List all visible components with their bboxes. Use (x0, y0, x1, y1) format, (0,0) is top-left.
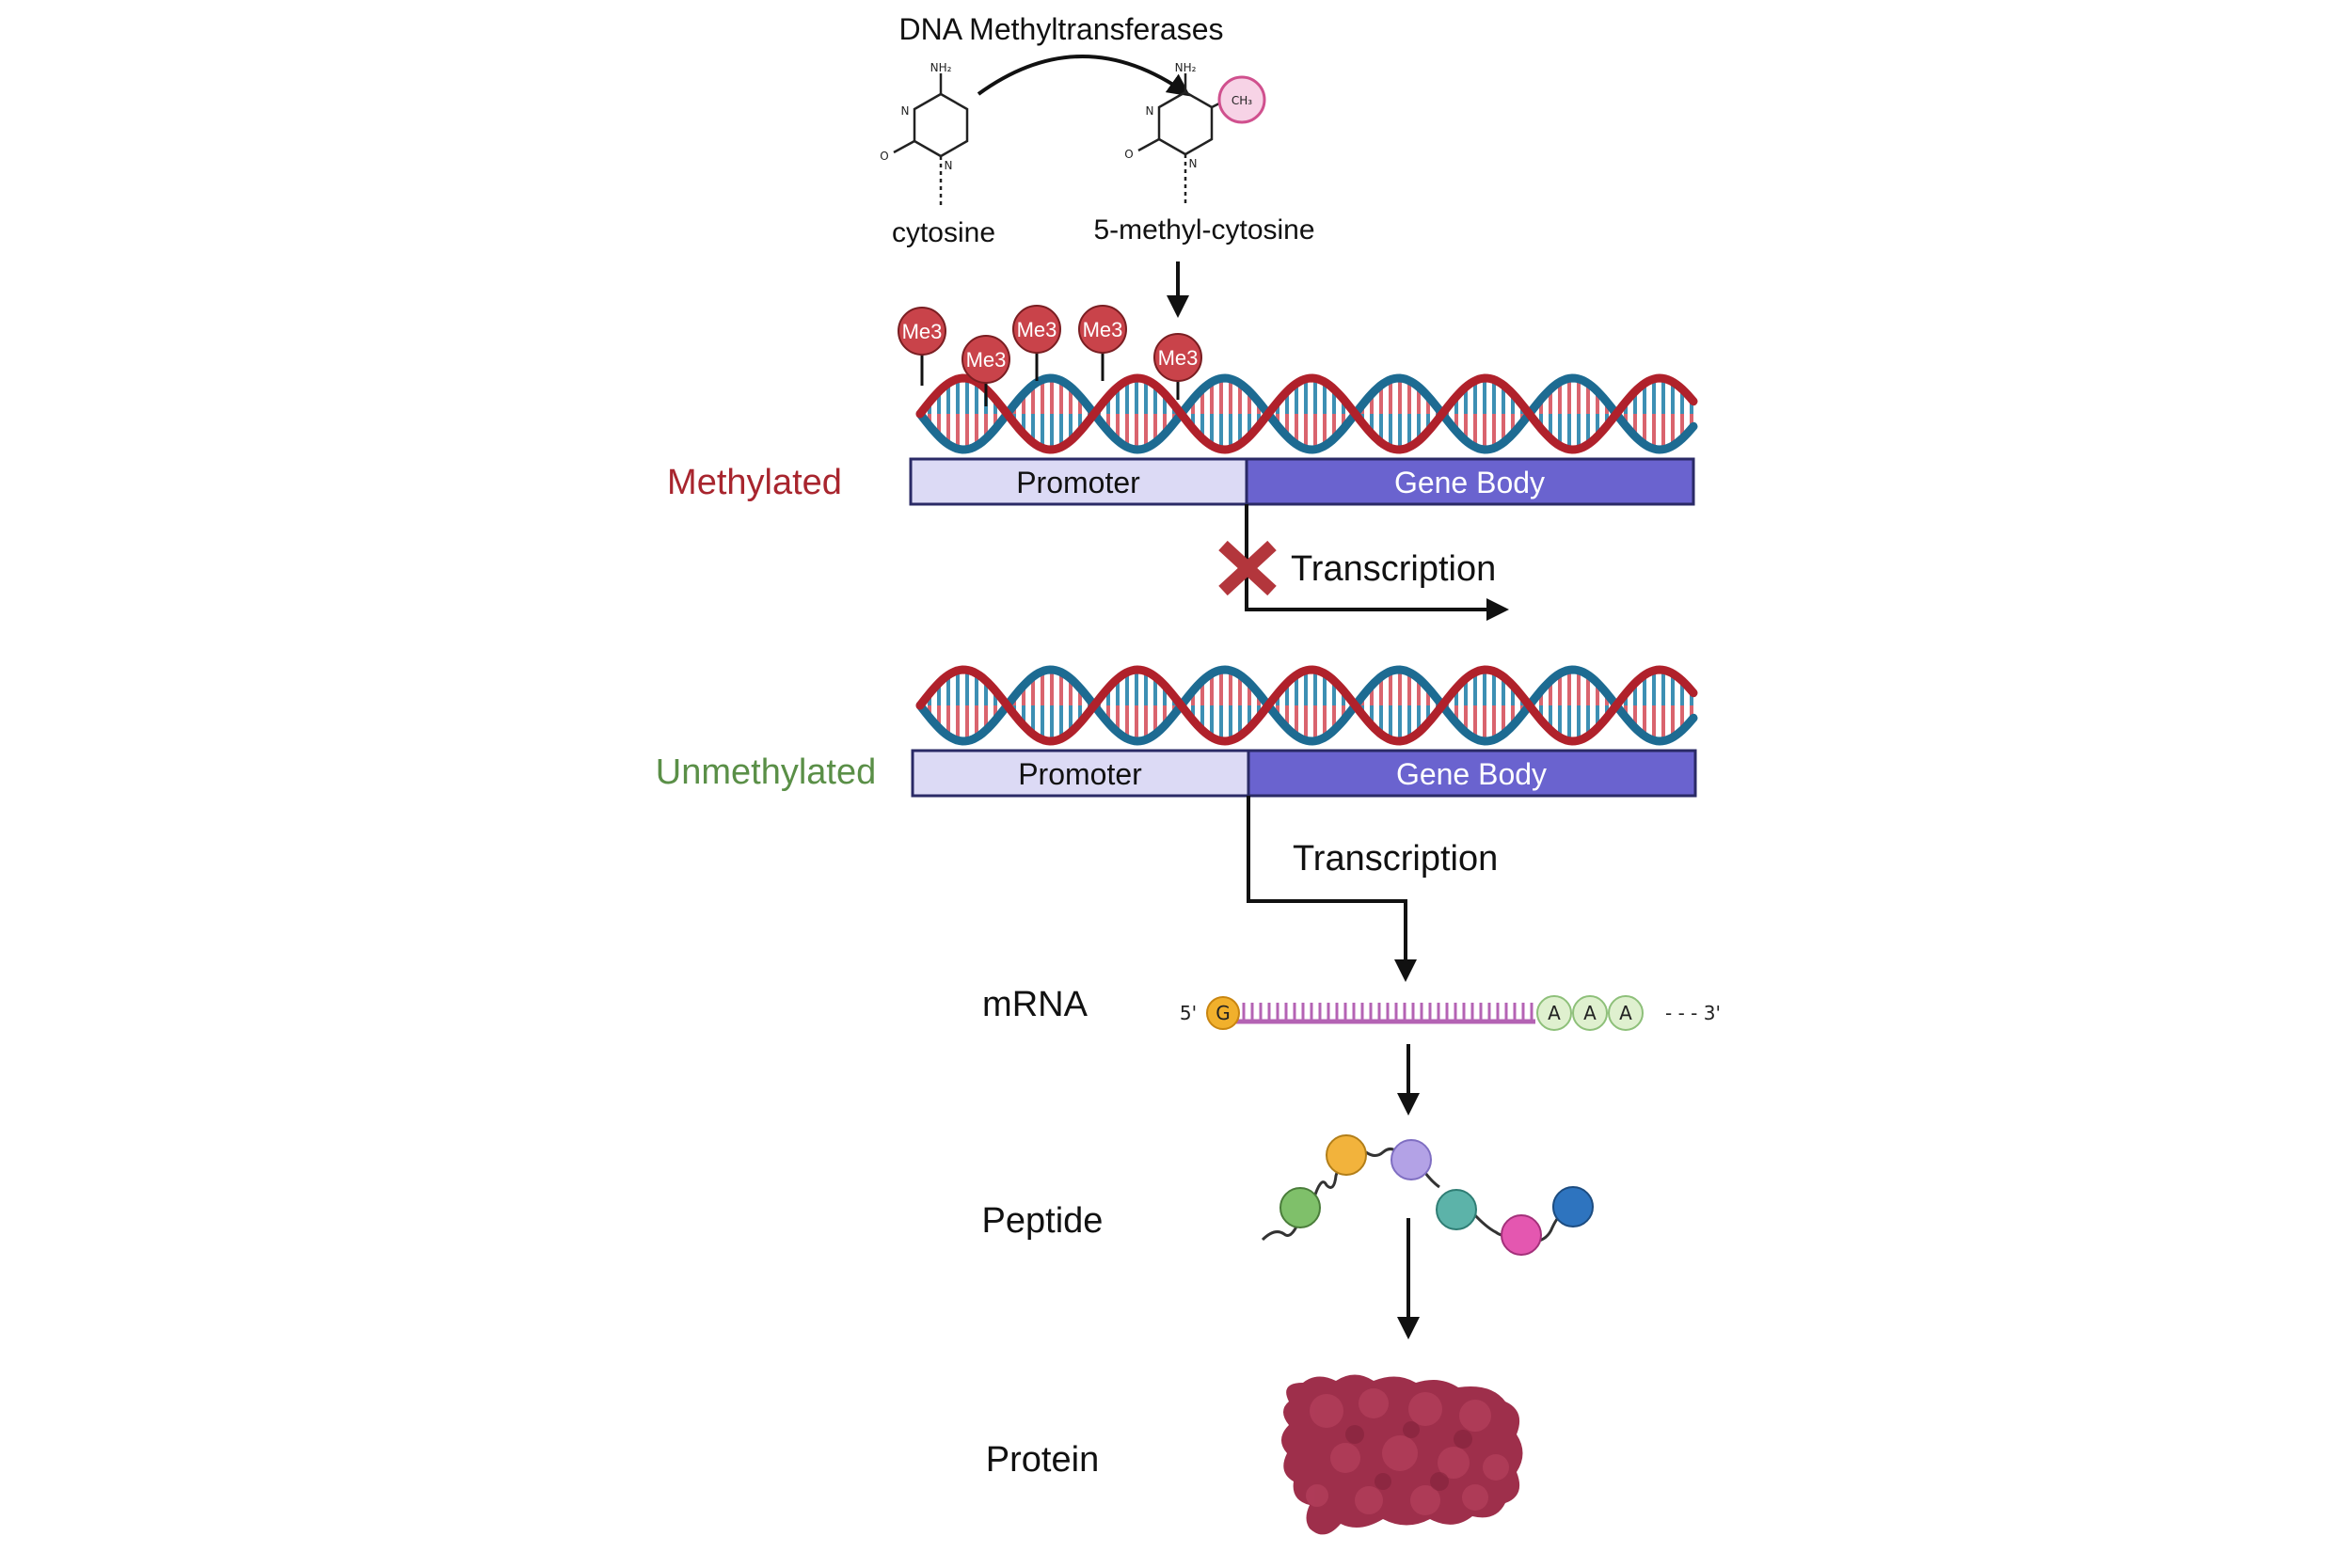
methylcytosine-n3: N (1146, 104, 1154, 118)
mrna-label: mRNA (982, 985, 1089, 1024)
reaction-arrow (977, 55, 1191, 97)
three-prime-label: - - - 3' (1665, 1002, 1721, 1024)
poly-a-letter: A (1619, 1002, 1632, 1024)
methylcytosine-o: O (1124, 148, 1133, 161)
mrna-section: mRNA 5' G A A A - - - 3' (982, 985, 1721, 1116)
promoter-label: Promoter (1016, 466, 1140, 499)
me3-mark (1078, 305, 1127, 354)
me3-mark-label: Me3 (966, 348, 1007, 372)
protein-section: Protein (986, 1374, 1523, 1535)
poly-a-bead (1572, 995, 1608, 1031)
five-prime-cap (1206, 996, 1240, 1030)
poly-a-letter: A (1548, 1002, 1561, 1024)
peptide-label: Peptide (982, 1201, 1104, 1241)
me3-mark-label: Me3 (1083, 318, 1123, 341)
me3-mark (961, 335, 1010, 384)
me3-mark-label: Me3 (902, 320, 943, 343)
amino-acid-bead (1391, 1139, 1432, 1180)
methylcytosine-structure (1137, 73, 1224, 203)
cytosine-nh2: NH₂ (930, 61, 952, 74)
gene-body-label: Gene Body (1396, 757, 1547, 791)
amino-acid-bead (1501, 1214, 1542, 1256)
transcription-label: Transcription (1293, 839, 1498, 879)
methyl-marks: Me3 Me3 Me3 Me3 Me3 (898, 305, 1202, 406)
amino-acid-bead (1552, 1186, 1594, 1227)
enzyme-label: DNA Methyltransferases (898, 12, 1223, 46)
me3-mark (898, 307, 946, 356)
protein-label: Protein (986, 1440, 1099, 1480)
unmethylated-section: Unmethylated Promoter Gene Body Transcri… (656, 665, 1698, 982)
methylation-reaction: DNA Methyltransferases NH₂ N N O cytosin… (880, 12, 1315, 318)
cytosine-o: O (880, 150, 888, 163)
mrna-nucleotides (1242, 1003, 1534, 1022)
methyl-group-highlight (1217, 75, 1266, 124)
cytosine-structure (893, 73, 969, 205)
poly-a-bead (1608, 995, 1644, 1031)
poly-a-bead (1536, 995, 1572, 1031)
cytosine-n1: N (945, 159, 953, 172)
dna-helix-unmethylated (915, 665, 1698, 746)
peptide-section: Peptide (982, 1134, 1594, 1339)
cytosine-n3: N (901, 104, 910, 118)
dna-strand-red (915, 373, 1698, 454)
promoter-region (911, 749, 1250, 798)
protein-blob (1280, 1374, 1523, 1535)
transcription-arrow (1247, 796, 1417, 982)
me3-mark (1012, 305, 1061, 354)
amino-acid-bead (1279, 1187, 1321, 1228)
poly-a-letter: A (1583, 1002, 1597, 1024)
methylated-label: Methylated (667, 463, 842, 502)
dna-strand-blue (915, 665, 1698, 746)
blocked-transcription-arrow (1245, 504, 1509, 621)
blocked-transcription-label: Transcription (1291, 549, 1496, 589)
dna-strand-red (915, 665, 1698, 746)
methylcytosine-nh2: NH₂ (1175, 61, 1197, 74)
promoter-label: Promoter (1018, 757, 1142, 791)
amino-acid-bead (1326, 1134, 1367, 1176)
cytosine-label: cytosine (892, 217, 995, 248)
dna-strand-blue (915, 373, 1698, 454)
gene-body-label: Gene Body (1394, 466, 1545, 499)
block-x-icon (1218, 540, 1277, 596)
peptide-backbone (1261, 1148, 1565, 1243)
me3-mark-label: Me3 (1017, 318, 1057, 341)
amino-acid-bead (1436, 1189, 1477, 1230)
dna-helix-methylated (915, 373, 1698, 454)
me3-mark (1153, 333, 1202, 382)
methylcytosine-label: 5-methyl-cytosine (1093, 214, 1314, 245)
unmethylated-label: Unmethylated (656, 752, 876, 792)
gene-body-region (1245, 457, 1695, 506)
five-prime-label: 5' (1180, 1002, 1197, 1024)
methylcytosine-n1: N (1189, 157, 1198, 170)
methylated-section: Methylated Me3 Me3 Me3 Me3 Me3 Promoter … (667, 305, 1698, 621)
gene-body-region (1247, 749, 1697, 798)
me3-mark-label: Me3 (1158, 346, 1199, 370)
poly-a-tail: A A A (1536, 995, 1644, 1031)
promoter-region (909, 457, 1248, 506)
methyl-ch3: CH₃ (1232, 94, 1252, 107)
cap-letter: G (1216, 1002, 1231, 1024)
